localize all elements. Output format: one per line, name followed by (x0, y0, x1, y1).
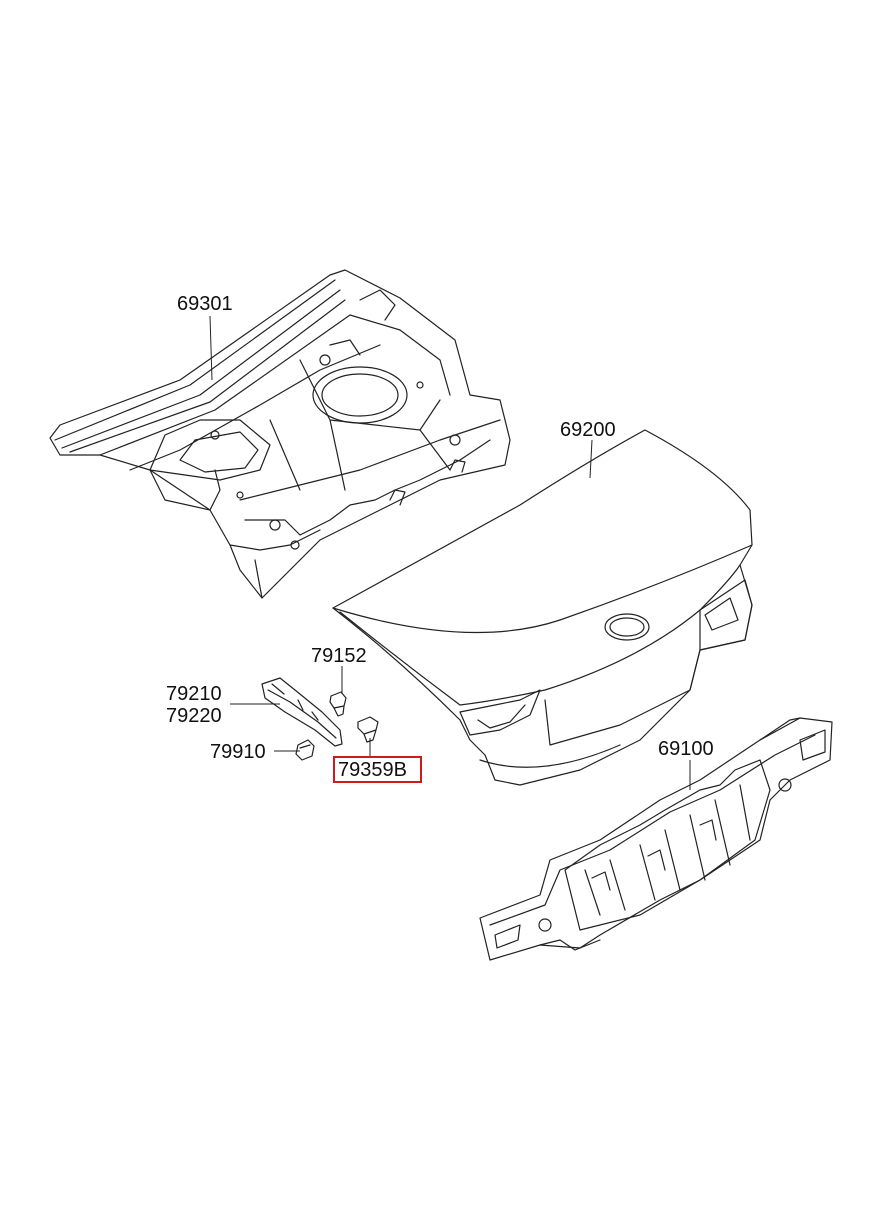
label-79220[interactable]: 79220 (166, 705, 222, 727)
label-79910[interactable]: 79910 (210, 741, 266, 763)
bolt-79359b-drawing (357, 716, 379, 743)
label-69200[interactable]: 69200 (560, 419, 616, 441)
label-69301[interactable]: 69301 (177, 293, 233, 315)
back-panel-drawing (479, 717, 833, 961)
bolt-79152-drawing (329, 691, 347, 717)
leader-lines (209, 315, 691, 790)
hinge-drawing (261, 677, 343, 747)
label-79152[interactable]: 79152 (311, 645, 367, 667)
bolt-79910-drawing (295, 739, 315, 761)
label-79359b[interactable]: 79359B (338, 759, 407, 781)
trunk-lid-drawing (332, 429, 753, 786)
label-69100[interactable]: 69100 (658, 738, 714, 760)
package-tray-drawing (49, 269, 511, 599)
label-79210[interactable]: 79210 (166, 683, 222, 705)
highlight-box-79359b[interactable] (333, 756, 422, 783)
